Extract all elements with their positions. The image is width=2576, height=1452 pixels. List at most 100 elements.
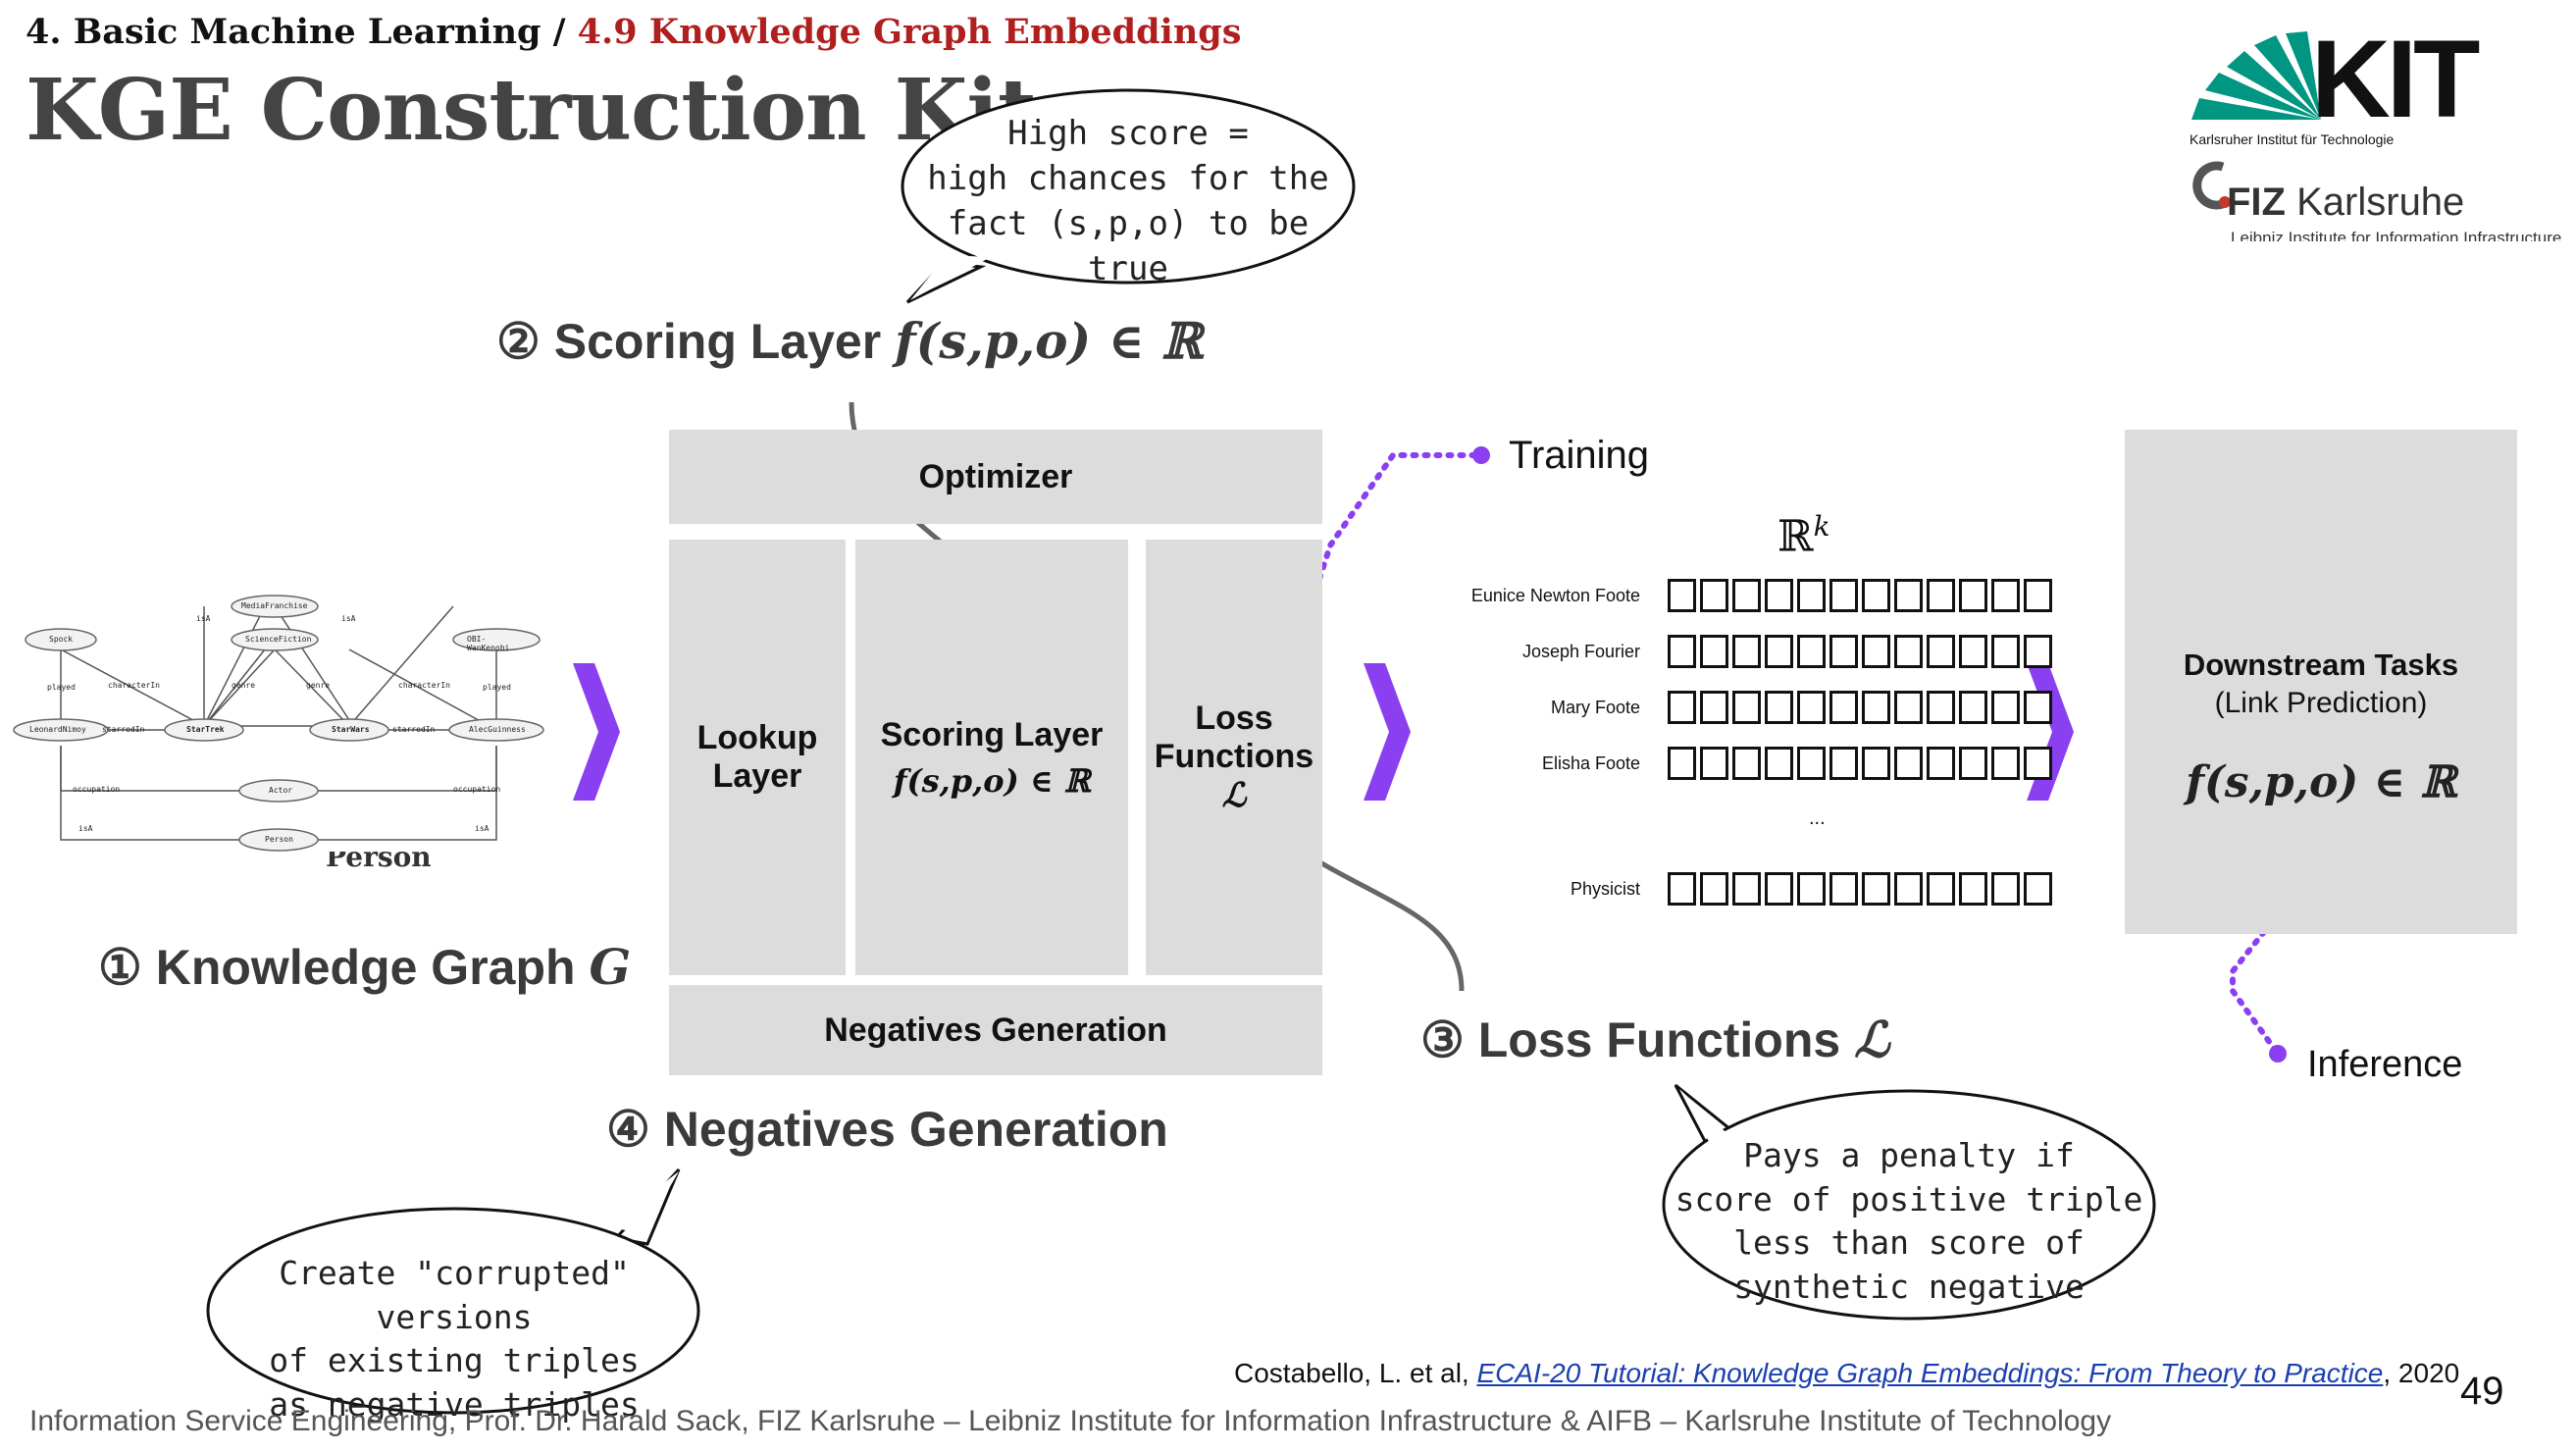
embedding-cell (1927, 579, 1955, 612)
step-scoring-layer: ② Scoring Layer f(s,p,o) ∈ ℝ (496, 312, 1203, 370)
embedding-space-symbol: ℝk (1777, 510, 1830, 562)
graph-node: StarWars (332, 725, 370, 734)
graph-node: Actor (269, 786, 293, 795)
embedding-cell (1927, 872, 1955, 906)
step-loss-functions: ③ Loss Functions ℒ (1420, 1011, 1889, 1068)
kit-wordmark: KIT (2311, 18, 2480, 140)
embedding-cell (1797, 747, 1826, 780)
downstream-formula: f(s,p,o) ∈ ℝ (2186, 757, 2456, 807)
scoring-layer-box: Scoring Layer f(s,p,o) ∈ ℝ (855, 540, 1128, 975)
embedding-cell (1894, 747, 1923, 780)
graph-edge-label: played (483, 683, 511, 692)
embedding-vector (1668, 872, 2056, 906)
embedding-cell (1959, 579, 1987, 612)
embedding-cell (2024, 872, 2052, 906)
chevron-right-icon (1364, 663, 1411, 801)
step-number: ④ (606, 1102, 650, 1157)
embedding-cell (1732, 579, 1761, 612)
negatives-bubble-text: Create "corrupted" versions of existing … (269, 1254, 640, 1424)
graph-edge-label: isA (78, 824, 93, 833)
scoring-bubble-text: High score = high chances for the fact (… (927, 114, 1329, 288)
embedding-cell (2024, 691, 2052, 724)
embedding-row: Joseph Fourier (1356, 633, 2056, 670)
embedding-cell (1700, 747, 1728, 780)
embedding-cell (1797, 872, 1826, 906)
fiz-c-icon (2192, 161, 2231, 210)
embedding-cell (1765, 579, 1793, 612)
graph-node: Person (265, 835, 293, 844)
graph-edge-label: characterIn (398, 681, 450, 690)
embedding-row: Eunice Newton Foote (1356, 577, 2056, 614)
loss-bubble-text: Pays a penalty if score of positive trip… (1674, 1136, 2143, 1306)
embedding-cell (1991, 579, 2020, 612)
citation-link[interactable]: ECAI-20 Tutorial: Knowledge Graph Embedd… (1476, 1358, 2384, 1388)
graph-node: MediaFranchise (241, 601, 308, 610)
step-label: Negatives Generation (663, 1102, 1168, 1157)
embedding-cell (1829, 747, 1858, 780)
kit-fan-icon (2191, 31, 2321, 120)
embedding-cell (1894, 635, 1923, 668)
graph-node: StarTrek (186, 725, 225, 734)
embedding-cell (1959, 747, 1987, 780)
step-symbol: ℒ (1854, 1011, 1890, 1068)
embedding-cell (1797, 635, 1826, 668)
training-label: Training (1509, 434, 1650, 477)
kit-logo: KIT Karlsruher Institut für Technologie (2186, 18, 2480, 152)
embedding-cell (1991, 872, 2020, 906)
embedding-cell (2024, 635, 2052, 668)
graph-edge-label: starredIn (392, 725, 436, 734)
graph-edge-label: occupation (73, 785, 121, 794)
graph-node: Spock (49, 635, 74, 644)
embedding-cell (1894, 579, 1923, 612)
citation: Costabello, L. et al, ECAI-20 Tutorial: … (1234, 1358, 2460, 1388)
embedding-cell (1862, 872, 1890, 906)
embedding-cell (1927, 691, 1955, 724)
loss-speech-bubble (1662, 1083, 2156, 1321)
embedding-cell (1862, 635, 1890, 668)
graph-edge-label: genre (232, 681, 256, 690)
graph-caption-fragment: Person (326, 852, 432, 867)
embedding-cell (1668, 579, 1696, 612)
embedding-cell (1991, 747, 2020, 780)
graph-edge-label: characterIn (108, 681, 160, 690)
embedding-cell (1732, 872, 1761, 906)
graph-node: ScienceFiction (245, 635, 312, 644)
embedding-cell (1829, 635, 1858, 668)
breadcrumb: 4. Basic Machine Learning / 4.9 Knowledg… (26, 12, 1241, 52)
negatives-generation-box: Negatives Generation (669, 985, 1322, 1075)
fiz-subtitle: Leibniz Institute for Information Infras… (2231, 229, 2562, 241)
embedding-row: Elisha Foote (1356, 745, 2056, 782)
fiz-logo: FIZ Karlsruhe Leibniz Institute for Info… (2190, 157, 2562, 245)
downstream-title: Downstream Tasks (2183, 648, 2459, 682)
chevron-right-icon (573, 663, 620, 801)
graph-edge-label: isA (475, 824, 489, 833)
graph-edge-label: occupation (453, 785, 501, 794)
embedding-vector (1668, 691, 2056, 724)
page-title: KGE Construction Kit (26, 61, 1037, 160)
embedding-cell (1894, 872, 1923, 906)
embedding-cell (1862, 747, 1890, 780)
breadcrumb-sub: 4.9 Knowledge Graph Embeddings (577, 12, 1242, 52)
embedding-cell (1765, 872, 1793, 906)
embedding-cell (1668, 635, 1696, 668)
embedding-cell (1862, 579, 1890, 612)
embedding-cell (1829, 579, 1858, 612)
step-formula: f(s,p,o) ∈ ℝ (895, 312, 1203, 370)
embedding-cell (1668, 747, 1696, 780)
fiz-name: Karlsruhe (2296, 181, 2465, 224)
footer: Information Service Engineering, Prof. D… (29, 1405, 2112, 1437)
embedding-row: Physicist (1356, 870, 2056, 908)
step-number: ① (98, 940, 142, 995)
step-number: ③ (1420, 1012, 1465, 1067)
embedding-cell (1732, 635, 1761, 668)
embedding-table: Eunice Newton Foote Joseph Fourier Mary … (1356, 577, 2056, 908)
embedding-cell (1700, 635, 1728, 668)
embedding-vector (1668, 635, 2056, 668)
graph-edge-label: played (47, 683, 76, 692)
embedding-cell (1668, 691, 1696, 724)
inference-label: Inference (2307, 1044, 2463, 1085)
loss-functions-box: Loss Functions ℒ (1146, 540, 1322, 975)
embedding-cell (1700, 872, 1728, 906)
kit-subtitle: Karlsruher Institut für Technologie (2190, 131, 2395, 147)
